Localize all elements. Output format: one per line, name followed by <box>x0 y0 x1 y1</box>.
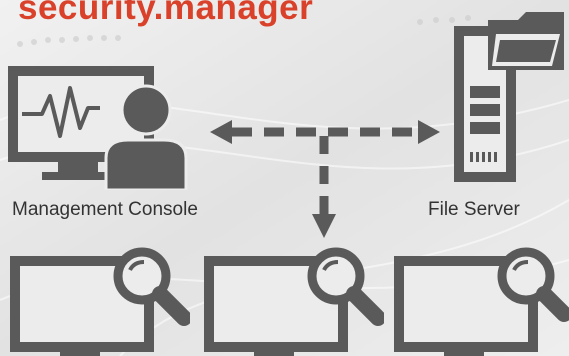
management-console-label: Management Console <box>12 199 198 220</box>
connector-arrows <box>210 120 440 238</box>
client-monitor-search-icon-1 <box>10 247 190 356</box>
client-monitor-search-icon-2 <box>204 247 384 356</box>
monitor-with-user-and-pulse-icon <box>8 66 188 190</box>
file-server-label: File Server <box>428 199 520 220</box>
page-title: security.manager <box>18 0 314 27</box>
client-monitor-search-icon-3 <box>394 247 569 356</box>
server-with-folder-icon <box>454 12 564 182</box>
